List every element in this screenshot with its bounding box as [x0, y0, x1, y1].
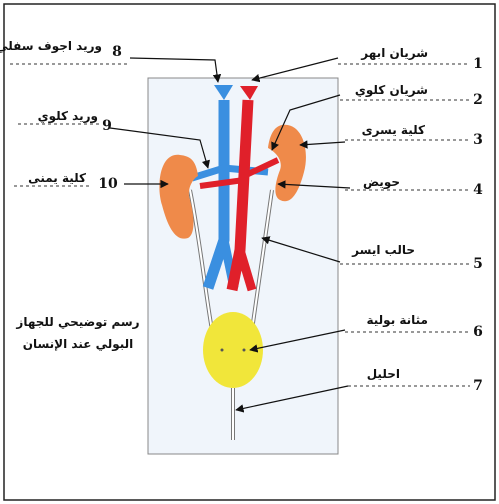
- number-10: 10: [98, 176, 118, 192]
- label-aorta: شريان ابهر: [360, 46, 428, 60]
- ureter-opening-left: [243, 349, 246, 352]
- number-4: 4: [473, 182, 483, 198]
- label-left-kidney: كلية يسرى: [362, 123, 425, 137]
- label-renal-artery: شريان كلوي: [355, 83, 428, 98]
- label-renal-pelvis: حويض: [363, 175, 400, 190]
- number-7: 7: [473, 378, 483, 394]
- label-right-kidney: كلية يمنى: [28, 171, 86, 185]
- number-3: 3: [473, 132, 483, 148]
- number-6: 6: [473, 324, 483, 340]
- number-5: 5: [473, 256, 483, 272]
- label-urinary-bladder: مثانة بولية: [366, 313, 428, 328]
- ureter-opening-right: [221, 349, 224, 352]
- number-1: 1: [473, 56, 483, 72]
- number-9: 9: [102, 118, 112, 134]
- caption-line-1: رسم توضيحي للجهاز: [15, 315, 139, 330]
- label-inferior-vena-cava: وريد اجوف سفلي: [0, 39, 102, 54]
- label-renal-vein: وريد كلوي: [38, 109, 98, 124]
- urinary-bladder: [203, 312, 263, 388]
- label-urethra: احليل: [367, 367, 400, 381]
- caption-line-2: البولي عند الإنسان: [23, 337, 134, 352]
- number-8: 8: [112, 44, 122, 60]
- leader-line-1: [252, 58, 338, 80]
- label-left-ureter: حالب ايسر: [351, 243, 415, 257]
- number-2: 2: [473, 92, 483, 108]
